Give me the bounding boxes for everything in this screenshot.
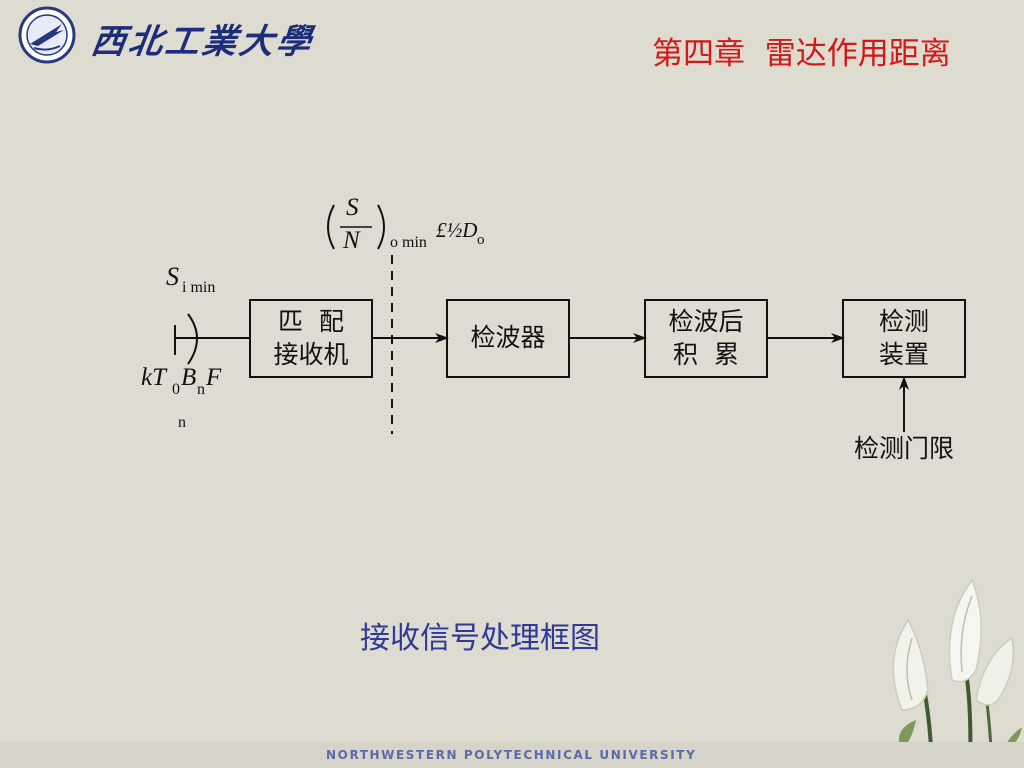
snr-numerator: S xyxy=(346,194,359,221)
threshold-label: 检测门限 xyxy=(853,434,954,463)
snr-subscript: o min xyxy=(390,234,427,251)
snr-denominator: N xyxy=(343,227,360,254)
block-label-matched-receiver: 匹 配 接收机 xyxy=(273,307,349,369)
snr-suffix: £½D xyxy=(436,218,478,242)
snr-left-paren xyxy=(327,204,335,250)
footer-band xyxy=(0,742,1024,768)
noise-term-part2: B xyxy=(181,364,197,391)
footer-university-english-name: NORTHWESTERN POLYTECHNICAL UNIVERSITY xyxy=(326,748,697,762)
block-label-detector: 检波器 xyxy=(470,323,546,352)
diagram-caption: 接收信号处理框图 xyxy=(360,621,600,656)
block-label-detection-device: 检测 装置 xyxy=(878,307,929,369)
noise-term-part3: F xyxy=(206,364,222,391)
antenna-icon xyxy=(174,313,200,365)
block-label-post-detection-integration: 检波后 积 累 xyxy=(668,307,744,369)
input-signal-subscript: i min xyxy=(182,279,216,296)
noise-term-sub3: n xyxy=(178,414,186,431)
calla-lily-decoration-icon xyxy=(892,578,1022,768)
university-emblem-icon xyxy=(18,6,76,64)
noise-term-part1: kT xyxy=(141,364,166,391)
chapter-title: 第四章 雷达作用距离 xyxy=(652,36,951,72)
snr-right-paren xyxy=(377,204,385,250)
noise-term-sub2: n xyxy=(197,381,205,398)
snr-suffix-subscript: o xyxy=(477,232,485,248)
noise-term-sub1: 0 xyxy=(172,381,180,398)
input-signal-symbol: S xyxy=(166,262,179,291)
